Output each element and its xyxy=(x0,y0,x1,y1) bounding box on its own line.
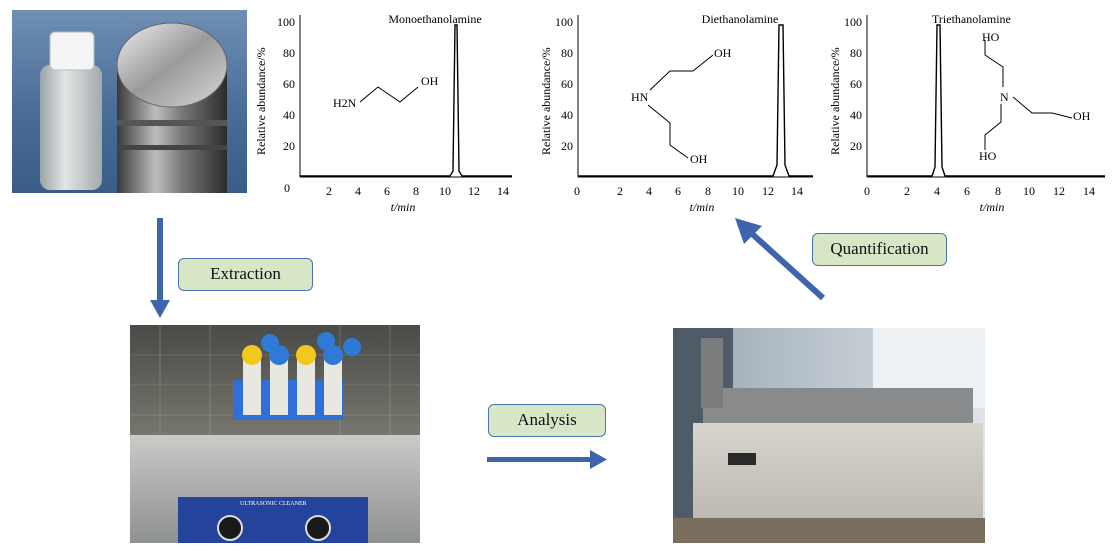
svg-text:6: 6 xyxy=(384,184,390,198)
quantification-label: Quantification xyxy=(812,233,947,266)
svg-text:4: 4 xyxy=(646,184,652,198)
chromatogram-triethanolamine: Relative abundance/% 20 40 60 80 100 0 2… xyxy=(828,12,1105,214)
svg-text:4: 4 xyxy=(355,184,361,198)
structure-diethanolamine: HN OH OH xyxy=(631,46,732,166)
svg-text:20: 20 xyxy=(850,139,862,153)
sample-photo xyxy=(12,10,247,193)
arrow-down-extraction xyxy=(150,218,170,318)
svg-text:OH: OH xyxy=(421,74,439,88)
svg-text:0: 0 xyxy=(864,184,870,198)
chromatogram-monoethanolamine: Relative abundance/% 20 40 60 80 100 0 2… xyxy=(255,12,512,214)
arrow-diagonal-quantification xyxy=(735,218,826,301)
x-ticks: 2 4 6 8 10 12 14 xyxy=(904,184,1095,198)
svg-text:40: 40 xyxy=(283,108,295,122)
svg-text:8: 8 xyxy=(995,184,1001,198)
svg-text:2: 2 xyxy=(904,184,910,198)
svg-text:12: 12 xyxy=(762,184,774,198)
svg-text:4: 4 xyxy=(934,184,940,198)
svg-text:100: 100 xyxy=(555,15,573,29)
svg-text:60: 60 xyxy=(283,77,295,91)
svg-text:8: 8 xyxy=(413,184,419,198)
x-axis-label: t/min xyxy=(391,200,416,214)
x-axis-label: t/min xyxy=(980,200,1005,214)
y-ticks: 20 40 60 80 100 0 xyxy=(844,15,870,198)
instrument-photo xyxy=(673,328,985,543)
analysis-label: Analysis xyxy=(488,404,606,437)
svg-text:20: 20 xyxy=(283,139,295,153)
svg-text:H2N: H2N xyxy=(333,96,357,110)
y-ticks: 20 40 60 80 100 0 xyxy=(555,15,580,198)
instrument-body xyxy=(693,423,983,533)
svg-text:100: 100 xyxy=(277,15,295,29)
y-axis-label: Relative abundance/% xyxy=(540,47,553,155)
y-ticks: 20 40 60 80 100 0 xyxy=(277,15,295,195)
y-axis-label: Relative abundance/% xyxy=(255,47,268,155)
svg-text:2: 2 xyxy=(326,184,332,198)
svg-text:80: 80 xyxy=(561,46,573,60)
svg-text:12: 12 xyxy=(468,184,480,198)
svg-text:100: 100 xyxy=(844,15,862,29)
svg-text:14: 14 xyxy=(1083,184,1095,198)
svg-text:20: 20 xyxy=(561,139,573,153)
compound-name: Triethanolamine xyxy=(932,12,1011,26)
extraction-label: Extraction xyxy=(178,258,313,291)
svg-text:HN: HN xyxy=(631,90,649,104)
peak-trace xyxy=(300,24,512,177)
svg-text:14: 14 xyxy=(497,184,509,198)
ion-source-housing xyxy=(703,388,973,428)
svg-text:HO: HO xyxy=(982,30,1000,44)
structure-monoethanolamine: H2N OH xyxy=(333,74,439,110)
arrow-right-analysis xyxy=(487,450,607,469)
sample-tubes xyxy=(242,332,361,415)
compound-name: Monoethanolamine xyxy=(388,12,481,26)
chromatogram-diethanolamine: Relative abundance/% 20 40 60 80 100 0 2… xyxy=(540,12,813,214)
structure-triethanolamine: N HO OH HO xyxy=(979,30,1091,163)
y-axis-label: Relative abundance/% xyxy=(828,47,842,155)
ultrasonic-label: ULTRASONIC CLEANER xyxy=(240,501,307,507)
svg-text:80: 80 xyxy=(283,46,295,60)
svg-text:40: 40 xyxy=(561,108,573,122)
svg-text:80: 80 xyxy=(850,46,862,60)
bottle-cap xyxy=(49,31,95,71)
svg-text:14: 14 xyxy=(791,184,803,198)
power-knob xyxy=(305,515,331,541)
x-ticks: 2 4 6 8 10 12 14 xyxy=(326,184,509,198)
control-panel xyxy=(178,497,368,543)
svg-text:10: 10 xyxy=(1023,184,1035,198)
svg-text:6: 6 xyxy=(675,184,681,198)
svg-text:60: 60 xyxy=(561,77,573,91)
ultrasonic-photo: ULTRASONIC CLEANER xyxy=(130,325,420,543)
svg-text:10: 10 xyxy=(732,184,744,198)
svg-text:N: N xyxy=(1000,90,1009,104)
svg-text:2: 2 xyxy=(617,184,623,198)
svg-text:OH: OH xyxy=(1073,109,1091,123)
timer-knob xyxy=(217,515,243,541)
svg-text:60: 60 xyxy=(850,77,862,91)
svg-text:0: 0 xyxy=(284,181,290,195)
compound-name: Diethanolamine xyxy=(702,12,779,26)
svg-text:40: 40 xyxy=(850,108,862,122)
x-axis-label: t/min xyxy=(690,200,715,214)
svg-text:8: 8 xyxy=(705,184,711,198)
svg-text:10: 10 xyxy=(439,184,451,198)
svg-text:OH: OH xyxy=(690,152,708,166)
svg-text:12: 12 xyxy=(1053,184,1065,198)
bottle-body xyxy=(40,65,102,190)
svg-text:0: 0 xyxy=(574,184,580,198)
svg-text:OH: OH xyxy=(714,46,732,60)
svg-text:6: 6 xyxy=(964,184,970,198)
peak-trace xyxy=(578,24,813,177)
svg-text:HO: HO xyxy=(979,149,997,163)
peak-trace xyxy=(867,24,1105,177)
x-ticks: 2 4 6 8 10 12 14 xyxy=(617,184,803,198)
